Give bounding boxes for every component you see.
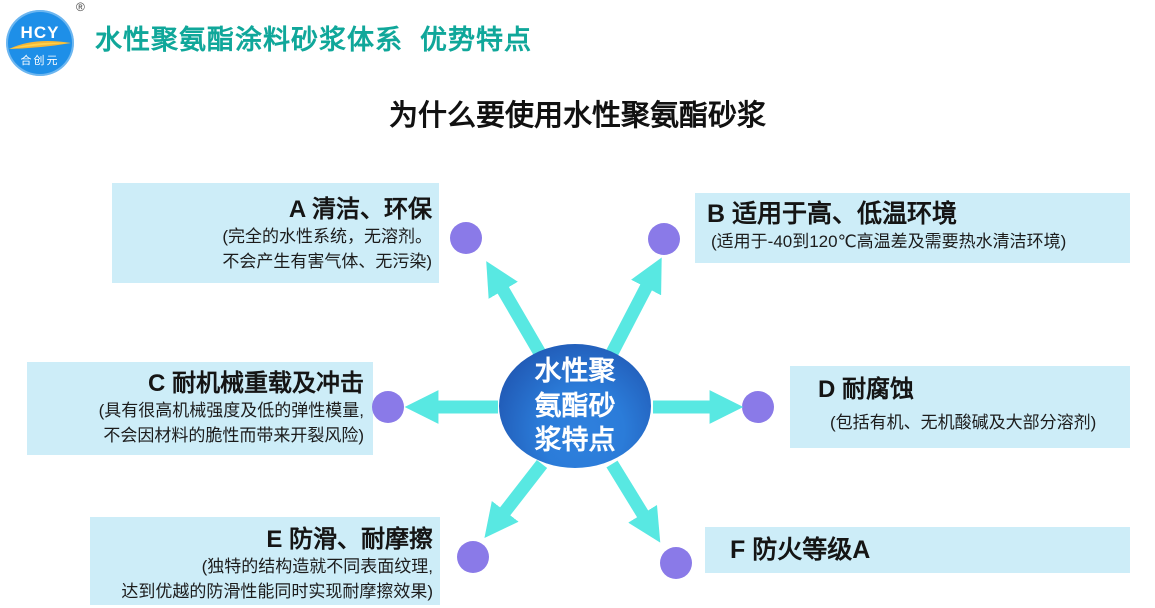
feature-e-line1: (独特的结构造就不同表面纹理,: [201, 556, 433, 576]
connector-dot-e: [457, 541, 489, 573]
feature-d-line1: (包括有机、无机酸碱及大部分溶剂): [830, 412, 1097, 432]
arrow-upper-right-icon: [605, 257, 662, 358]
feature-f-title: F 防火等级A: [730, 535, 871, 564]
feature-box-a: A 清洁、环保 (完全的水性系统，无溶剂。 不会产生有害气体、无污染): [112, 183, 439, 283]
feature-e-line2: 达到优越的防滑性能同时实现耐摩擦效果): [121, 581, 433, 601]
feature-box-f: F 防火等级A: [705, 527, 1130, 573]
logo-company-name: 合创元: [20, 55, 60, 67]
feature-c-line1: (具有很高机械强度及低的弹性模量,: [98, 400, 364, 420]
center-line1: 水性聚: [534, 356, 616, 387]
connector-dot-f: [660, 547, 692, 579]
feature-a-line1: (完全的水性系统，无溶剂。: [222, 226, 432, 246]
feature-d-title: D 耐腐蚀: [818, 376, 914, 403]
feature-box-b: B 适用于高、低温环境 (适用于-40到120℃高温差及需要热水清洁环境): [695, 193, 1130, 263]
arrow-lower-left-icon: [484, 460, 548, 539]
center-line2: 氨酯砂: [534, 390, 616, 421]
company-logo: HCY 合创元: [6, 10, 74, 76]
feature-box-d: D 耐腐蚀 (包括有机、无机酸碱及大部分溶剂): [790, 366, 1130, 448]
connector-dot-b: [648, 223, 680, 255]
feature-a-title: A 清洁、环保: [288, 196, 432, 223]
center-line3: 浆特点: [534, 425, 616, 456]
feature-a-line2: 不会产生有害气体、无污染): [222, 251, 432, 271]
center-topic-bubble: 水性聚 氨酯砂 浆特点: [499, 344, 651, 468]
slide-subtitle: 为什么要使用水性聚氨酯砂浆: [388, 100, 766, 132]
arrow-upper-left-icon: [486, 261, 547, 359]
feature-b-line1: (适用于-40到120℃高温差及需要热水清洁环境): [711, 231, 1067, 251]
page-title: 水性聚氨酯涂料砂浆体系 优势特点: [95, 25, 533, 55]
feature-e-title: E 防滑、耐摩擦: [266, 526, 433, 553]
logo-abbr-text: HCY: [20, 23, 60, 42]
feature-box-e: E 防滑、耐摩擦 (独特的结构造就不同表面纹理, 达到优越的防滑性能同时实现耐摩…: [90, 517, 440, 605]
feature-c-line2: 不会因材料的脆性而带来开裂风险): [103, 425, 364, 445]
connector-dot-c: [372, 391, 404, 423]
feature-box-c: C 耐机械重载及冲击 (具有很高机械强度及低的弹性模量, 不会因材料的脆性而带来…: [27, 362, 373, 455]
connector-dot-a: [450, 222, 482, 254]
arrow-lower-right-icon: [606, 460, 661, 543]
feature-c-title: C 耐机械重载及冲击: [148, 370, 364, 397]
connector-dot-d: [742, 391, 774, 423]
logo-swoosh-icon: [9, 41, 71, 49]
feature-b-title: B 适用于高、低温环境: [707, 200, 958, 228]
registered-mark: ®: [76, 0, 85, 14]
